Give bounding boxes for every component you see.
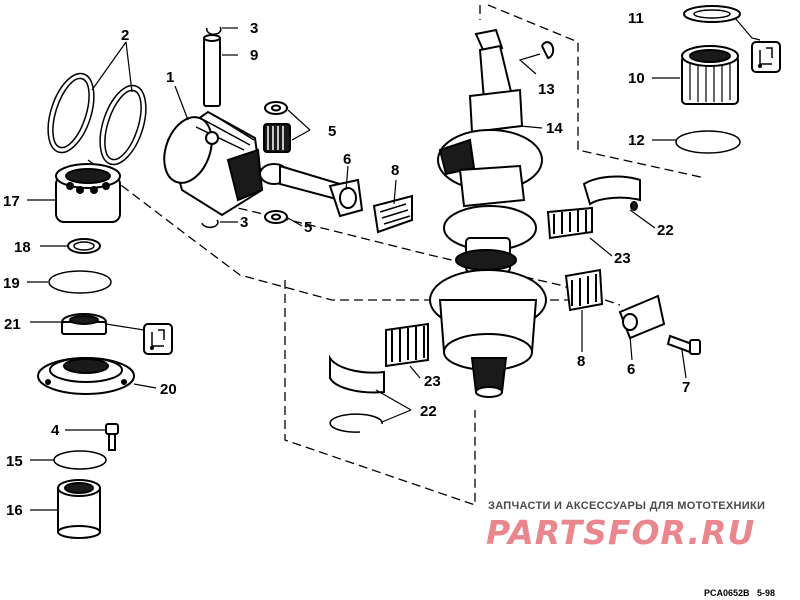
drawing-code: PCA0652B 5-98 (704, 588, 776, 598)
callout-23-upper: 23 (614, 250, 631, 267)
callout-15: 15 (6, 453, 23, 470)
rod-cap-screw (666, 334, 701, 355)
connecting-rod-cap (618, 294, 666, 340)
callout-6-rod: 6 (343, 151, 351, 168)
callout-17: 17 (3, 193, 20, 210)
callout-1: 1 (166, 69, 174, 86)
grease-lubricant-icon (751, 41, 781, 73)
callout-4: 4 (51, 422, 60, 439)
o-ring-upper (675, 130, 741, 154)
lower-bushing (57, 479, 101, 539)
callout-6-cap: 6 (627, 361, 635, 378)
callout-16: 16 (6, 502, 23, 519)
bearing-retaining-ring (67, 238, 101, 254)
callout-11: 11 (628, 10, 644, 27)
callout-20: 20 (160, 381, 177, 398)
main-needle-bearing-upper (546, 206, 593, 240)
callout-19: 19 (3, 275, 20, 292)
callout-14: 14 (546, 120, 563, 137)
callout-3-lower: 3 (240, 214, 248, 231)
o-ring-housing (53, 450, 107, 470)
retaining-ring-lower (201, 219, 219, 229)
crankshaft (429, 28, 547, 398)
main-bearing-half-upper (582, 175, 641, 211)
callout-labels: 1 2 3 3 4 5 5 6 6 7 8 8 9 10 11 12 13 14… (3, 10, 690, 519)
callout-5-upper: 5 (328, 123, 336, 140)
callout-12: 12 (628, 132, 645, 149)
callout-23-lower: 23 (424, 373, 441, 390)
callout-7: 7 (682, 379, 690, 396)
callout-13: 13 (538, 81, 555, 98)
housing-screw (105, 423, 119, 451)
crankshaft-seal-lower (61, 313, 107, 335)
callout-22-lower: 22 (420, 403, 437, 420)
watermark-header: ЗАПЧАСТИ И АКСЕССУАРЫ ДЛЯ МОТОТЕХНИКИ (488, 500, 766, 512)
rod-bearing-upper (372, 194, 413, 234)
leader-lines (27, 17, 761, 511)
callout-2: 2 (121, 27, 129, 44)
connecting-rod (259, 163, 364, 218)
piston-pin (203, 34, 221, 107)
o-ring-lower (48, 270, 112, 294)
callout-18: 18 (14, 239, 31, 256)
callout-22-upper: 22 (657, 222, 674, 239)
thrust-washer-upper (264, 101, 288, 115)
callout-9: 9 (250, 47, 258, 64)
crankshaft-seal-upper (683, 5, 741, 23)
lower-bearing-housing (37, 357, 135, 395)
ball-bearing (55, 163, 121, 223)
callout-5-lower: 5 (304, 219, 312, 236)
callout-8-upper: 8 (391, 162, 399, 179)
upper-main-bearing (681, 45, 739, 105)
callout-10: 10 (628, 70, 645, 87)
assembly-boundary-lines (87, 4, 706, 506)
piston-rings (47, 72, 147, 166)
callout-21: 21 (4, 316, 21, 333)
piston (163, 110, 264, 217)
watermark-logo: PARTSFOR.RU (486, 513, 756, 552)
rod-bearing-lower (564, 268, 604, 312)
callout-3-upper: 3 (250, 20, 258, 37)
thrust-washer-lower (264, 210, 288, 224)
woodruff-key (540, 41, 555, 60)
piston-pin-needle-bearing (263, 123, 291, 153)
grease-lubricant-icon (143, 323, 173, 355)
main-bearing-half-lower (329, 354, 385, 394)
main-bearing-retaining-ring (329, 413, 383, 433)
callout-8-lower: 8 (577, 353, 585, 370)
main-needle-bearing-lower (385, 322, 429, 368)
retaining-ring-upper (206, 26, 222, 36)
